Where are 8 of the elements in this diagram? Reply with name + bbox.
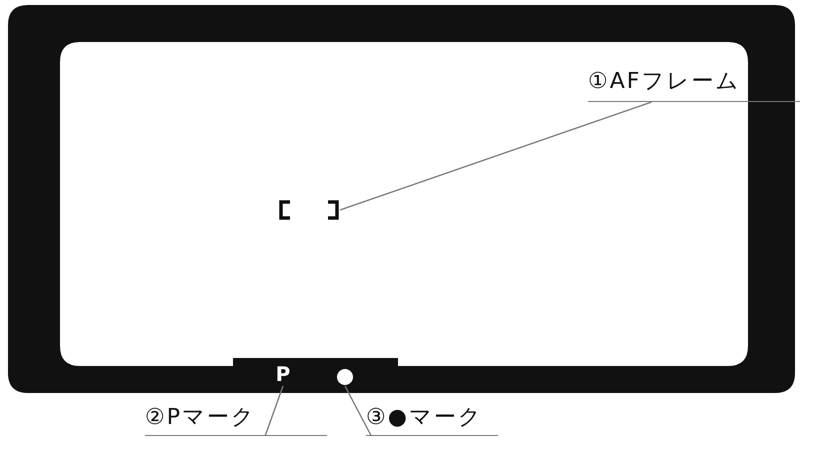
callout-label: ②Pマーク [145,402,327,436]
mode-letter: P [272,362,294,386]
callout-label: ①AFフレーム [588,66,800,102]
leader-line [340,101,652,211]
focus-frame-icon [278,200,340,220]
dot-indicator-icon [336,368,354,386]
callout-label: ③●マーク [366,402,498,436]
leader-line [344,386,372,436]
